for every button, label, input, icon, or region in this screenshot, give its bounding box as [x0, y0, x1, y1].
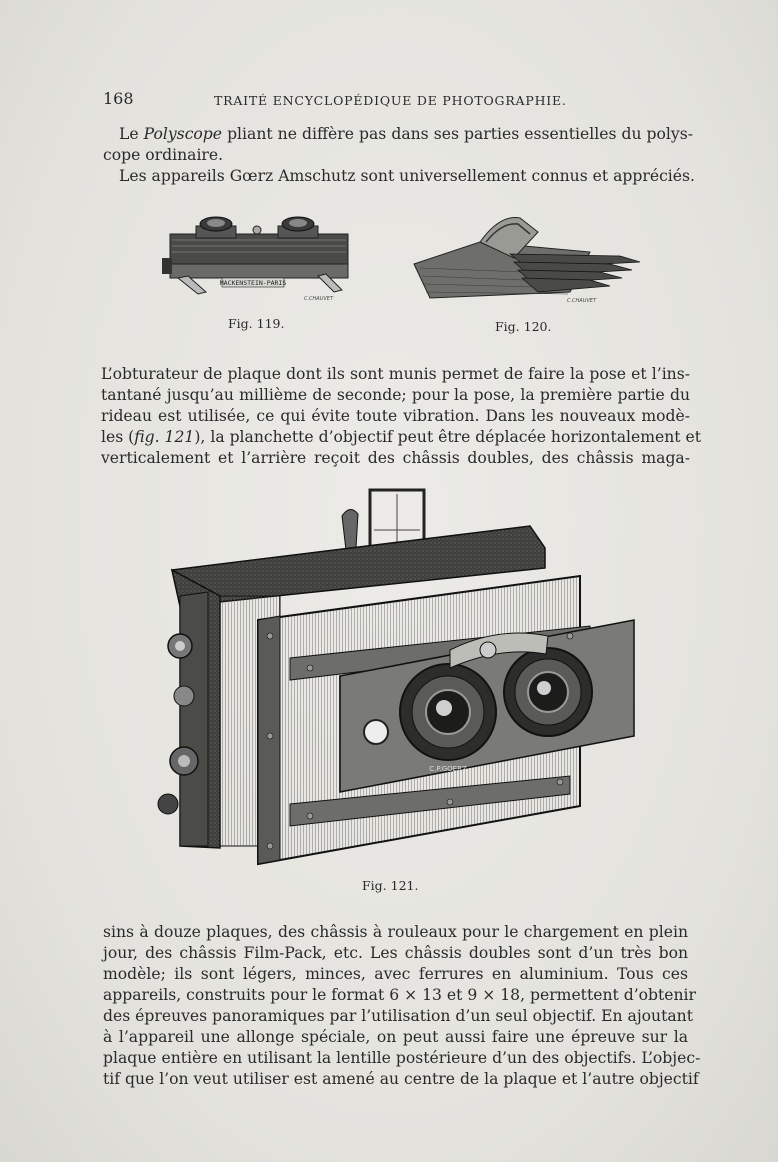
chassis-paragraph: sins à douze plaques, des châssis à roul…: [103, 922, 701, 1090]
fig-reference: fig. 121: [134, 428, 195, 446]
para3-line: à l’appareil une allonge spéciale, on pe…: [103, 1028, 688, 1046]
fig119-caption: Fig. 119.: [228, 316, 285, 331]
para3-line: tif que l’on veut utiliser est amené au …: [103, 1070, 699, 1088]
para2-line-2: tantané jusqu’au millième de seconde; po…: [101, 386, 690, 404]
para3-line: plaque entière en utilisant la lentille …: [103, 1049, 701, 1067]
intro-line-3: Les appareils Gœrz Amschutz sont univers…: [119, 167, 695, 185]
fig121-caption: Fig. 121.: [362, 878, 419, 893]
para3-line: modèle; ils sont légers, minces, avec fe…: [103, 965, 688, 983]
shutter-paragraph: L’obturateur de plaque dont ils sont mun…: [101, 364, 701, 469]
intro-paragraph: Le Polyscope pliant ne diffère pas dans …: [103, 124, 695, 187]
fig120-caption: Fig. 120.: [495, 319, 552, 334]
running-title: TRAITÉ ENCYCLOPÉDIQUE DE PHOTOGRAPHIE.: [214, 93, 567, 108]
para2-line-4: les (fig. 121), la planchette d’objectif…: [101, 428, 701, 446]
para3-line: sins à douze plaques, des châssis à roul…: [103, 923, 688, 941]
polyscope-term: Polyscope: [143, 125, 223, 143]
figure-119-camera: MACKENSTEIN-PARIS C.CHAUVET: [162, 216, 349, 302]
para3-line: des épreuves panoramiques par l’utilisat…: [103, 1007, 693, 1025]
page-number: 168: [103, 89, 134, 108]
figure-121-stereo-camera: C.P.GOERZ: [157, 488, 635, 866]
fig119-plate-text: MACKENSTEIN-PARIS: [220, 279, 287, 287]
intro-line-1: Le Polyscope pliant ne diffère pas dans …: [119, 125, 694, 143]
fig120-signature: C.CHAUVET: [567, 298, 597, 304]
fig121-lens-text: C.P.GOERZ: [429, 765, 467, 773]
para2-line-5: verticalement et l’arrière reçoit des ch…: [101, 449, 690, 467]
para3-line: jour, des châssis Film-Pack, etc. Les ch…: [103, 944, 688, 962]
para2-line-3: rideau est utilisée, ce qui évite toute …: [101, 407, 690, 425]
figure-120-magazine: C.CHAUVET: [413, 217, 641, 304]
para3-line: appareils, construits pour le format 6 ×…: [103, 986, 696, 1004]
intro-line-2: cope ordinaire.: [103, 146, 224, 164]
para2-line-1: L’obturateur de plaque dont ils sont mun…: [101, 365, 690, 383]
fig119-signature: C.CHAUVET: [304, 296, 334, 302]
